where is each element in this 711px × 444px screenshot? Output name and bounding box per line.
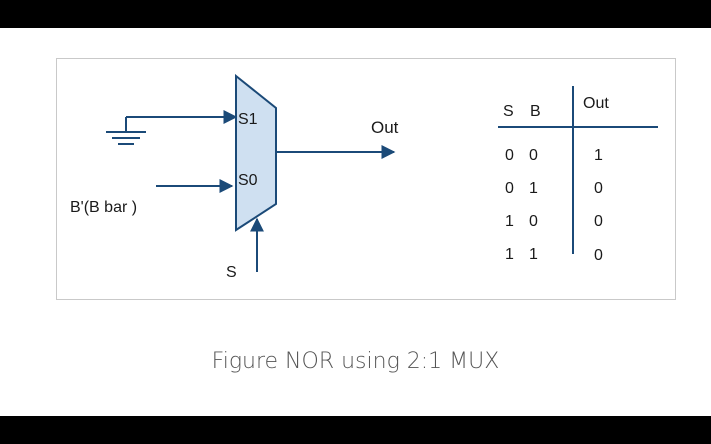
- select-label: S: [226, 264, 237, 281]
- table-row-4-out: 0: [594, 247, 603, 264]
- table-row-1-b: 0: [529, 147, 538, 164]
- s0-label: S0: [238, 172, 258, 189]
- figure-caption: Figure NOR using 2:1 MUX: [211, 349, 500, 374]
- s1-label: S1: [238, 111, 258, 128]
- output-label: Out: [371, 118, 399, 137]
- table-header-out: Out: [583, 95, 609, 112]
- table-row-1-out: 1: [594, 147, 603, 164]
- input-label: B'(B bar ): [70, 199, 137, 216]
- table-row-1-s: 0: [505, 147, 514, 164]
- table-row-4-s: 1: [505, 246, 514, 263]
- table-row-3-out: 0: [594, 213, 603, 230]
- table-row-2-b: 1: [529, 180, 538, 197]
- top-black-bar: [0, 0, 711, 28]
- truth-table: S B Out 0 0 1 0 1 0 1 0 0 1 1 0: [498, 86, 658, 264]
- table-row-3-b: 0: [529, 213, 538, 230]
- table-row-2-s: 0: [505, 180, 514, 197]
- table-header-b: B: [530, 103, 541, 120]
- table-row-4-b: 1: [529, 246, 538, 263]
- table-row-2-out: 0: [594, 180, 603, 197]
- ground-icon: [106, 117, 146, 145]
- bottom-black-bar: [0, 416, 711, 444]
- table-header-s: S: [503, 103, 514, 120]
- table-row-3-s: 1: [505, 213, 514, 230]
- mux-block: [235, 73, 277, 232]
